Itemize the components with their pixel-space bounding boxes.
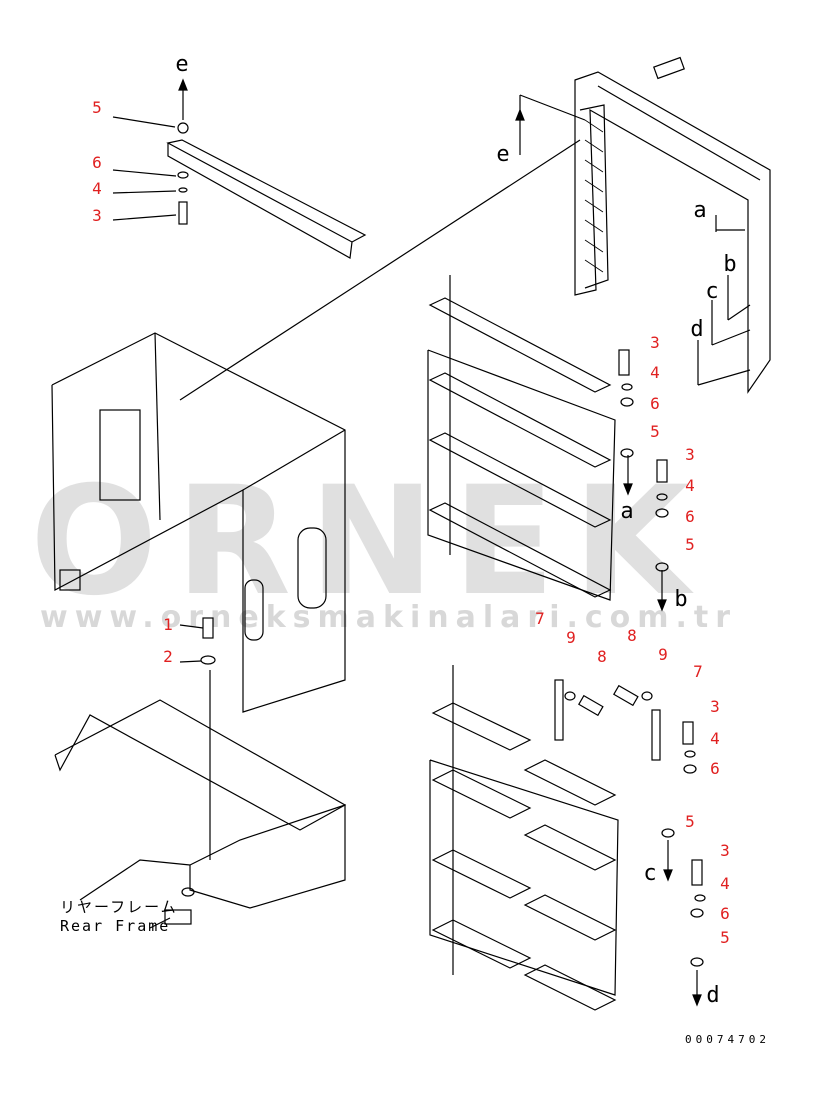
callout-5: 5 (92, 98, 102, 117)
watermark-url: www.orneksmakinalari.com.tr (40, 600, 738, 635)
callout-7: 7 (535, 609, 545, 628)
callout-7: 7 (693, 662, 703, 681)
callout-8: 8 (627, 626, 637, 645)
lower-storage-box (429, 665, 706, 1011)
callout-2: 2 (163, 647, 173, 666)
callout-3: 3 (710, 697, 720, 716)
callout-6: 6 (710, 759, 720, 778)
callout-9: 9 (658, 645, 668, 664)
rear-frame-label-jp: リヤーフレーム (60, 898, 178, 916)
rear-frame (54, 699, 347, 929)
callout-3: 3 (650, 333, 660, 352)
callout-1: 1 (163, 615, 173, 634)
cab-body (51, 332, 346, 860)
rear-frame-label: リヤーフレーム Rear Frame (60, 898, 178, 936)
callout-3: 3 (92, 206, 102, 225)
arrow-label-b: b (674, 587, 688, 612)
callout-4: 4 (720, 874, 730, 893)
drawing-code: 00074702 (685, 1033, 770, 1046)
callout-9: 9 (566, 628, 576, 647)
rear-frame-label-en: Rear Frame (60, 917, 171, 935)
callout-6: 6 (92, 153, 102, 172)
callout-5: 5 (650, 422, 660, 441)
callout-4: 4 (92, 179, 102, 198)
arrow-label-d: d (706, 983, 720, 1008)
arrow-label-b: b (723, 252, 737, 277)
callout-5: 5 (685, 535, 695, 554)
arrow-label-c: c (643, 861, 657, 886)
callout-5: 5 (685, 812, 695, 831)
callout-6: 6 (685, 507, 695, 526)
arrow-label-a: a (620, 499, 634, 524)
top-frame (179, 56, 771, 401)
callout-3: 3 (720, 841, 730, 860)
arrow-label-e: e (496, 142, 510, 167)
arrow-label-e: e (175, 52, 189, 77)
callout-6: 6 (720, 904, 730, 923)
callout-4: 4 (710, 729, 720, 748)
callout-5: 5 (720, 928, 730, 947)
arrow-label-a: a (693, 198, 707, 223)
arrow-label-c: c (705, 279, 719, 304)
callout-8: 8 (597, 647, 607, 666)
top-plate (112, 78, 367, 259)
callout-4: 4 (685, 476, 695, 495)
upper-storage-box (427, 275, 669, 612)
callout-3: 3 (685, 445, 695, 464)
arrow-label-d: d (690, 317, 704, 342)
callout-4: 4 (650, 363, 660, 382)
callout-6: 6 (650, 394, 660, 413)
